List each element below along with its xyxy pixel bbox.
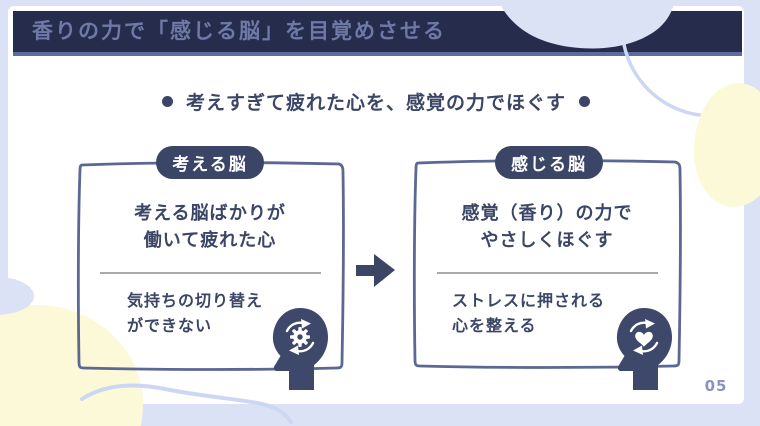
left-box-label: 考える脳 — [156, 146, 264, 179]
right-box-main-line2: やさしくほぐす — [480, 230, 614, 251]
header-accent-line — [13, 52, 742, 56]
right-box-border — [412, 159, 682, 369]
right-box-divider — [437, 272, 658, 274]
right-box-sub-text: ストレスに押される 心を整える — [452, 288, 605, 338]
head-heart-cycle-icon — [616, 308, 672, 390]
left-box-border — [76, 161, 345, 371]
left-box-sub-line2: ができない — [127, 316, 213, 335]
right-box-sub-line1: ストレスに押される — [452, 291, 606, 310]
dot-bullet-icon — [161, 96, 173, 107]
left-box-main-line1: 考える脳ばかりが — [134, 203, 286, 224]
subtitle: 考えすぎて疲れた心を、感覚の力でほぐす — [8, 88, 744, 115]
head-gear-cycle-icon — [272, 308, 328, 390]
left-box-divider — [100, 272, 321, 274]
left-box-main-text: 考える脳ばかりが 働いて疲れた心 — [75, 200, 345, 254]
right-box-sub-line2: 心を整える — [452, 316, 537, 335]
left-box-sub-text: 気持ちの切り替え ができない — [127, 288, 263, 338]
arrow-right-icon — [356, 254, 395, 287]
right-box-main-text: 感覚（香り）の力で やさしくほぐす — [412, 200, 682, 254]
subtitle-text: 考えすぎて疲れた心を、感覚の力でほぐす — [185, 92, 566, 114]
left-box-sub-line1: 気持ちの切り替え — [127, 291, 264, 310]
lavender-blob-top-right — [498, 0, 675, 49]
right-box-main-line1: 感覚（香り）の力で — [461, 203, 633, 224]
right-box-label: 感じる脳 — [495, 146, 603, 179]
page-title: 香りの力で「感じる脳」を目覚めさせる — [32, 19, 446, 43]
dot-bullet-icon — [579, 96, 590, 107]
left-box-main-line2: 働いて疲れた心 — [143, 230, 277, 251]
page-number: 05 — [704, 377, 728, 395]
